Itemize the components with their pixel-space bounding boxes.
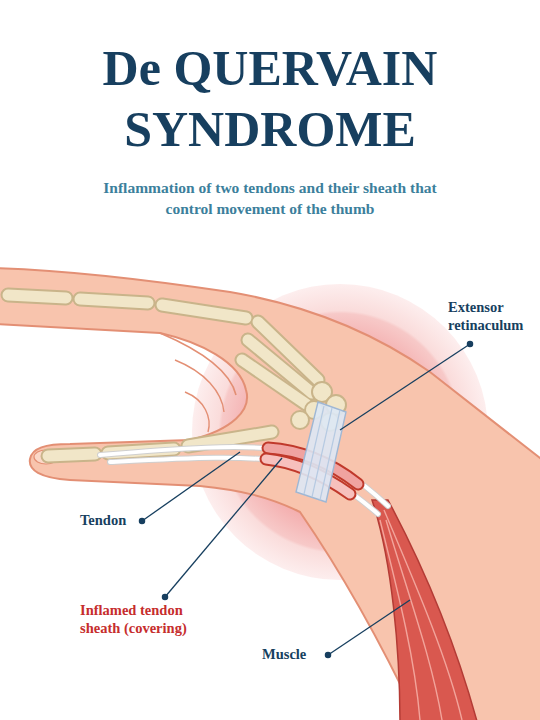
part-label: Tendon	[80, 511, 140, 529]
caption: Inflammation of two tendons and their sh…	[100, 178, 440, 220]
hand-skin	[0, 268, 540, 720]
bones	[8, 295, 346, 456]
title: De QUERVAIN SYNDROME	[60, 38, 480, 160]
leader-line	[139, 341, 472, 657]
muscle	[372, 500, 478, 720]
finger-crease	[185, 392, 209, 432]
part-label: Muscle	[262, 645, 326, 663]
retinaculum-band	[296, 402, 346, 502]
part-label: Inflamed tendon sheath (covering)	[80, 601, 220, 637]
part-label: Extensor retinaculum	[448, 298, 536, 334]
finger-crease	[175, 360, 224, 412]
finger-crease	[160, 333, 236, 395]
leader-line	[162, 458, 282, 600]
